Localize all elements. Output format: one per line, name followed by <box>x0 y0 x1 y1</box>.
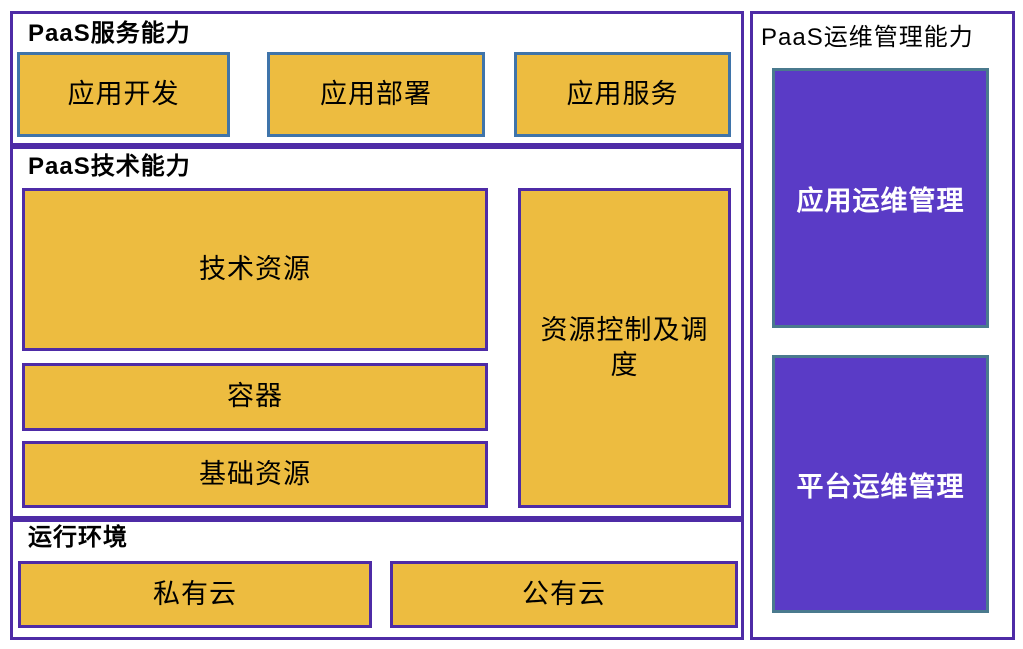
block-app-ops-management: 应用运维管理 <box>772 68 989 328</box>
block-container: 容器 <box>22 363 488 431</box>
block-private-cloud: 私有云 <box>18 561 372 628</box>
runtime-section-title: 运行环境 <box>28 524 128 551</box>
ops-panel-title: PaaS运维管理能力 <box>761 24 974 51</box>
tech-section-title: PaaS技术能力 <box>28 153 191 180</box>
block-app-service: 应用服务 <box>514 52 731 137</box>
block-app-deployment: 应用部署 <box>267 52 485 137</box>
runtime-environment-section: 运行环境 私有云 公有云 <box>10 519 744 640</box>
service-section-title: PaaS服务能力 <box>28 20 191 47</box>
block-resource-control-scheduling: 资源控制及调度 <box>518 188 731 508</box>
ops-management-panel: PaaS运维管理能力 应用运维管理 平台运维管理 <box>750 11 1015 640</box>
block-platform-ops-management: 平台运维管理 <box>772 355 989 613</box>
service-capability-section: PaaS服务能力 应用开发 应用部署 应用服务 <box>10 11 744 146</box>
tech-capability-section: PaaS技术能力 技术资源 容器 基础资源 资源控制及调度 <box>10 146 744 519</box>
block-basic-resources: 基础资源 <box>22 441 488 508</box>
block-app-development: 应用开发 <box>17 52 230 137</box>
block-tech-resources: 技术资源 <box>22 188 488 351</box>
block-public-cloud: 公有云 <box>390 561 738 628</box>
